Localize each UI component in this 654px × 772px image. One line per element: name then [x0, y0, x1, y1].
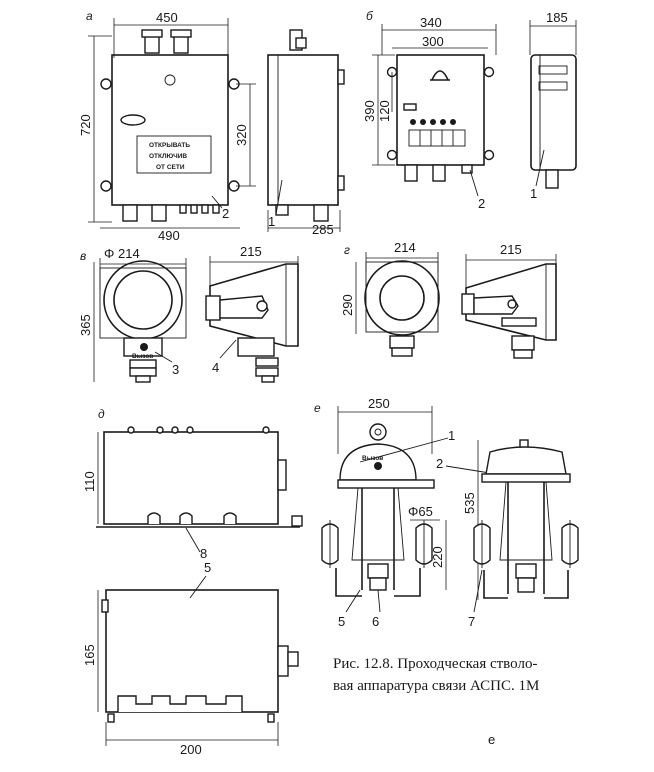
dim-b-width1: 340: [420, 15, 442, 30]
dim-g-side: 215: [500, 242, 522, 257]
dim-e-height1: 220: [430, 546, 445, 568]
panel-a-front-view: а 450 ОТКРЫВАТЬ ОТКЛЮЧИВ ОТ СЕТИ: [78, 9, 256, 243]
dim-a-depth: 285: [312, 222, 334, 237]
callout-d-5: 5: [204, 560, 211, 575]
callout-b-2: 2: [478, 196, 485, 211]
callout-a-1: 1: [268, 214, 275, 229]
panel-e-views: е 250 Вызов 1 2 Φ65 220 535 5 6: [314, 396, 579, 629]
dim-g-diameter: 214: [394, 240, 416, 255]
panel-a-side-view: 285 1: [267, 29, 345, 237]
warning-text-line3: ОТ СЕТИ: [156, 164, 185, 171]
panel-v-views: в Φ 214 Вызов 365 3 215 4: [78, 244, 299, 383]
dim-e-width: 250: [368, 396, 390, 411]
dim-a-width: 450: [156, 10, 178, 25]
dim-a-right: 320: [234, 124, 249, 146]
page-mark: е: [488, 732, 495, 747]
dim-g-height: 290: [340, 294, 355, 316]
dim-b-width2: 300: [422, 34, 444, 49]
dim-d-height2: 165: [82, 644, 97, 666]
dim-v-diameter: Φ 214: [104, 246, 140, 261]
callout-e-5: 5: [338, 614, 345, 629]
callout-v-4: 4: [212, 360, 219, 375]
warning-text-line2: ОТКЛЮЧИВ: [149, 153, 187, 160]
dim-e-height2: 535: [462, 492, 477, 514]
dim-a-bottom: 490: [158, 228, 180, 243]
panel-g-views: г 214 290 215: [340, 240, 557, 359]
callout-e-6: 6: [372, 614, 379, 629]
panel-letter-e: е: [314, 401, 321, 415]
callout-e-1: 1: [448, 428, 455, 443]
dim-b-height2: 120: [377, 100, 392, 122]
callout-e-2: 2: [436, 456, 443, 471]
dim-b-height1: 390: [362, 100, 377, 122]
figure-caption-line2: вая аппаратура связи АСПС. 1М: [333, 678, 539, 694]
dim-v-side: 215: [240, 244, 262, 259]
callout-b-1: 1: [530, 186, 537, 201]
callout-e-7: 7: [468, 614, 475, 629]
panel-letter-g: г: [344, 243, 350, 257]
panel-letter-d: д: [98, 407, 105, 421]
dim-b-side: 185: [546, 10, 568, 25]
callout-d-8: 8: [200, 546, 207, 561]
callout-v-3: 3: [172, 362, 179, 377]
dim-e-diameter: Φ65: [408, 504, 433, 519]
panel-letter-b: б: [366, 9, 374, 23]
warning-text-line1: ОТКРЫВАТЬ: [149, 142, 190, 149]
label-vyzov: Вызов: [132, 353, 153, 360]
panel-letter-v: в: [80, 249, 86, 263]
dim-v-height: 365: [78, 314, 93, 336]
dim-d-width: 200: [180, 742, 202, 757]
figure-caption-line1: Рис. 12.8. Проходческая стволо-: [333, 656, 537, 672]
panel-d-views: д 110 8 5 165 200: [82, 407, 303, 757]
panel-letter-a: а: [86, 9, 93, 23]
panel-b-side-view: 185 1: [529, 10, 577, 201]
callout-a-2: 2: [222, 206, 229, 221]
panel-b-front-view: б 340 300 390 120 2: [362, 9, 497, 211]
dim-a-height: 720: [78, 114, 93, 136]
dim-d-height1: 110: [82, 471, 97, 492]
